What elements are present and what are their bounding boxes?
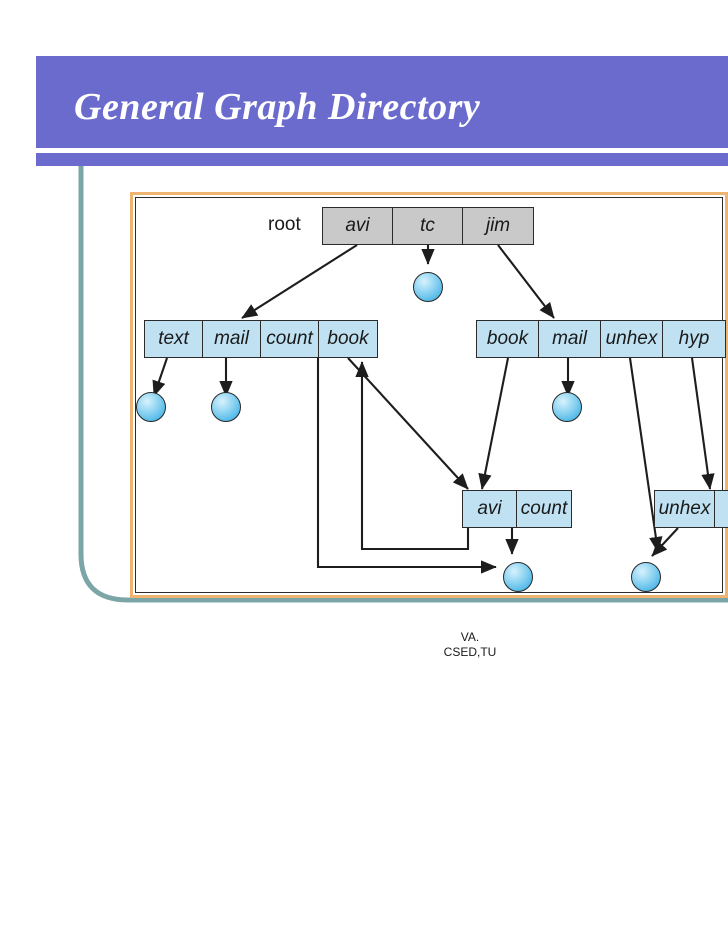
edge-group: [152, 244, 715, 574]
shared-unhex-row: unhex: [654, 490, 728, 528]
cell-shared-count[interactable]: count: [520, 498, 568, 519]
cell-book-right[interactable]: book: [477, 321, 539, 357]
edge-jim-to-book: [497, 244, 555, 319]
cell-root-avi[interactable]: avi: [323, 208, 393, 244]
cell-book[interactable]: book: [327, 328, 369, 349]
page-title: General Graph Directory: [74, 86, 481, 128]
cell-unhex-right[interactable]: unhex: [601, 321, 663, 357]
root-label: root: [268, 214, 301, 235]
edge-book-to-avi: [347, 357, 469, 490]
diagram-edge-layer: [152, 244, 715, 574]
cell-mail[interactable]: mail: [203, 321, 261, 357]
leaf-node-mail-right[interactable]: [552, 392, 582, 422]
root-row: avi tc jim: [322, 207, 534, 245]
cell-hyp[interactable]: hyp: [678, 328, 710, 349]
jim-children-row: book mail unhex hyp: [476, 320, 726, 358]
leaf-node-tc[interactable]: [413, 272, 443, 302]
edge-avi-to-count: [241, 244, 358, 319]
edge-avi-ortho-to-book: [355, 361, 470, 551]
cell-count[interactable]: count: [261, 321, 319, 357]
caption-block: VA. CSED,TU: [370, 630, 570, 660]
edge-hyp-to-unhex: [690, 357, 715, 490]
avi-children-row: text mail count book: [144, 320, 378, 358]
cell-mail-right[interactable]: mail: [539, 321, 601, 357]
cell-shared-unhex-next[interactable]: [715, 491, 728, 527]
leaf-node-text[interactable]: [136, 392, 166, 422]
caption-line-1: VA.: [460, 630, 480, 644]
edge-text-to-node: [152, 357, 168, 397]
leaf-node-mail-left[interactable]: [211, 392, 241, 422]
caption-line-2: CSED,TU: [443, 645, 497, 659]
edge-rbook-to-avi: [478, 357, 510, 490]
leaf-node-unhex[interactable]: [631, 562, 661, 592]
cell-root-tc[interactable]: tc: [393, 208, 463, 244]
cell-shared-unhex[interactable]: unhex: [655, 491, 715, 527]
title-banner: [36, 56, 728, 148]
leaf-node-count[interactable]: [503, 562, 533, 592]
diagram-frame-inner-border: [135, 197, 723, 593]
shared-avi-count-row: avi count: [462, 490, 572, 528]
title-underbar: [36, 153, 728, 166]
edge-bunhex-to-node: [651, 527, 679, 557]
edge-unhex-to-node: [628, 357, 663, 553]
cell-shared-avi[interactable]: avi: [463, 491, 517, 527]
cell-text[interactable]: text: [145, 321, 203, 357]
cell-root-jim[interactable]: jim: [485, 215, 511, 236]
edge-count-ortho-to-node: [316, 358, 497, 574]
